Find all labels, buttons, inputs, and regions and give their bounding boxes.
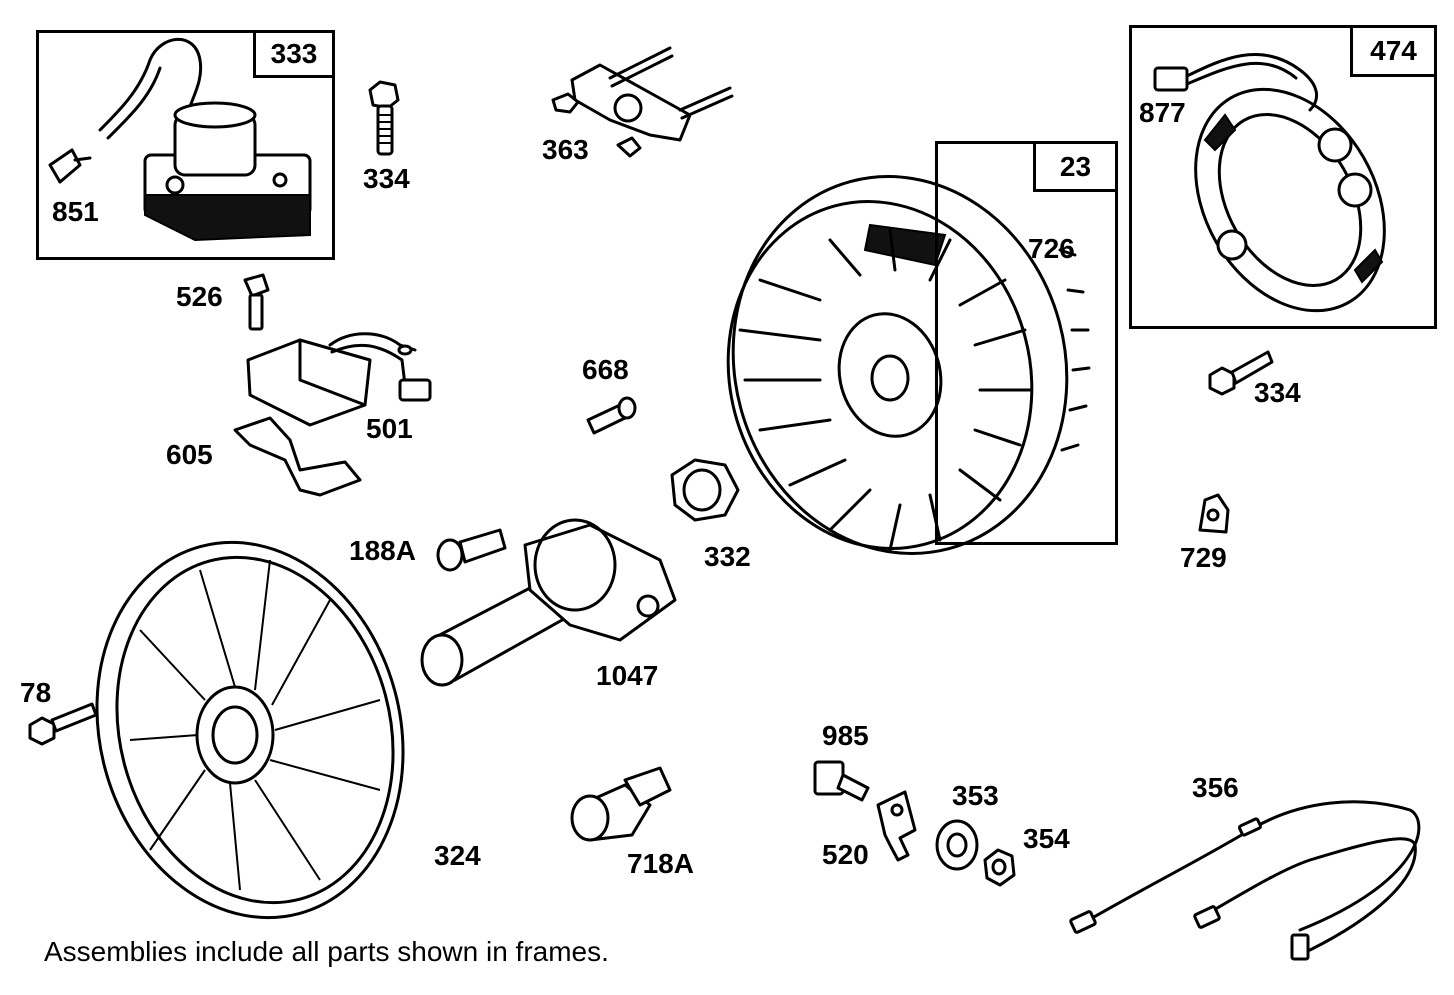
part-label-353: 353 — [952, 780, 999, 811]
clip-729-drawing — [1198, 493, 1230, 534]
part-label-363: 363 — [542, 134, 589, 165]
part-label-718A: 718A — [627, 848, 694, 879]
washer-353-drawing — [935, 819, 979, 871]
part-label-1047: 1047 — [596, 660, 659, 691]
assemblies-footnote: Assemblies include all parts shown in fr… — [44, 936, 609, 967]
part-label-526: 526 — [176, 281, 223, 312]
flywheel-drawing — [726, 175, 1091, 555]
frame-alternator — [1129, 25, 1437, 329]
nut-354-drawing — [983, 848, 1016, 887]
bracket-605-drawing — [233, 416, 362, 497]
part-label-334-right: 334 — [1254, 377, 1301, 408]
frame-tag-474: 474 — [1350, 25, 1437, 77]
part-label-985: 985 — [822, 720, 869, 751]
frame-flywheel — [935, 141, 1118, 545]
part-label-729: 729 — [1180, 542, 1227, 573]
bushing-718A-drawing — [570, 766, 672, 842]
part-label-520: 520 — [822, 839, 869, 870]
part-label-188A: 188A — [349, 535, 416, 566]
part-label-354: 354 — [1023, 823, 1070, 854]
part-label-356: 356 — [1192, 772, 1239, 803]
part-label-877: 877 — [1139, 97, 1186, 128]
frame-tag-333: 333 — [253, 30, 335, 78]
switch-985-drawing — [813, 760, 870, 802]
part-label-78: 78 — [20, 677, 52, 708]
part-label-332: 332 — [704, 541, 751, 572]
bolt-78-drawing — [28, 702, 98, 746]
terminal-520-drawing — [876, 790, 917, 862]
part-label-605: 605 — [166, 439, 213, 470]
fan-housing-324-drawing — [95, 540, 405, 920]
rectifier-501-drawing — [243, 273, 432, 427]
part-label-668: 668 — [582, 354, 629, 385]
part-label-501: 501 — [366, 413, 413, 444]
part-label-324: 324 — [434, 840, 481, 871]
bolt-334-top-drawing — [368, 80, 400, 156]
pin-668-drawing — [586, 396, 637, 435]
part-label-851: 851 — [52, 196, 99, 227]
shaft-1047-drawing — [420, 518, 677, 687]
bolt-188A-drawing — [436, 528, 507, 572]
nut-332-drawing — [670, 458, 740, 522]
harness-356-drawing — [1069, 800, 1421, 961]
stator-drawing — [1153, 53, 1386, 313]
part-label-334-top: 334 — [363, 163, 410, 194]
part-label-726: 726 — [1028, 233, 1075, 264]
frame-tag-23: 23 — [1033, 141, 1118, 192]
frame-ignition-coil — [36, 30, 335, 260]
bracket-363-drawing — [551, 46, 734, 158]
bolt-334-right-drawing — [1208, 350, 1274, 396]
ignition-coil-drawing — [48, 37, 312, 242]
